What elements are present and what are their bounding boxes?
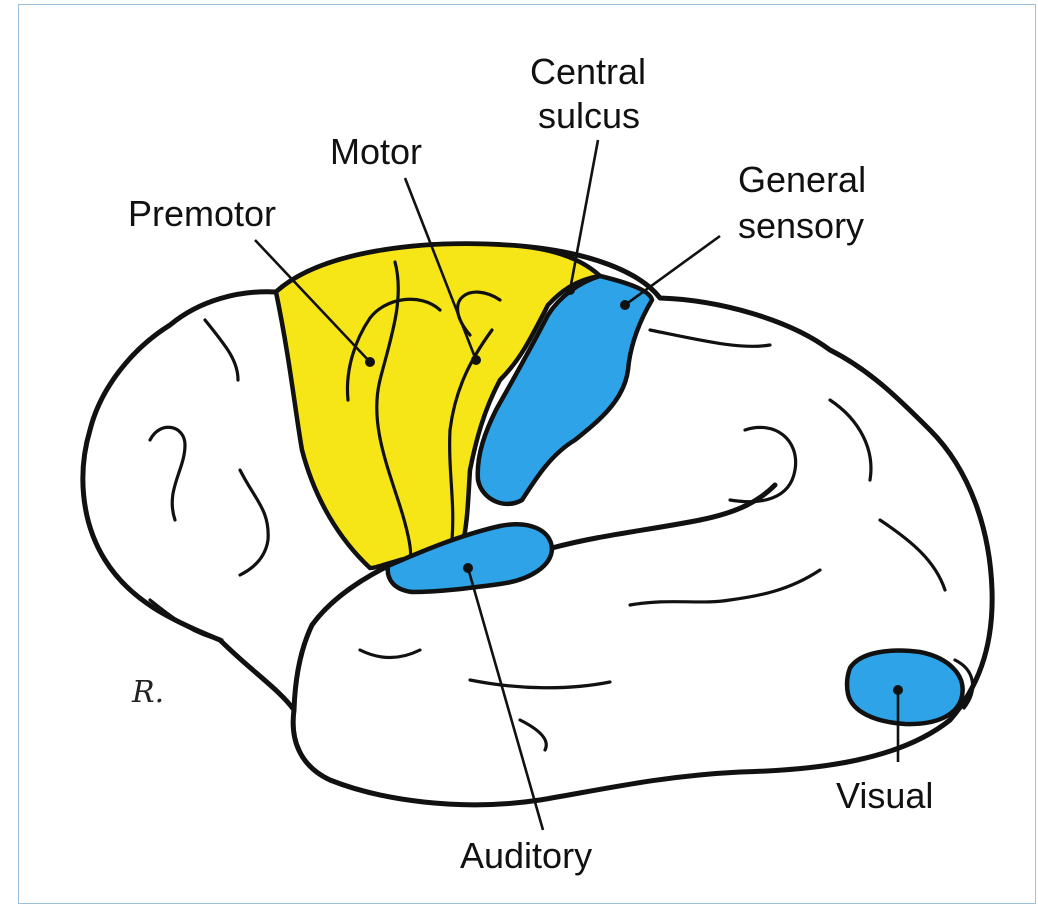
- label-motor: Motor: [330, 131, 422, 172]
- label-auditory: Auditory: [460, 835, 592, 876]
- frontal-sulcus-1: [150, 427, 185, 520]
- artist-signature: R.: [131, 675, 164, 710]
- dot-premotor: [365, 357, 375, 367]
- dot-general-sensory: [620, 300, 630, 310]
- dot-visual: [893, 685, 903, 695]
- lateral-fissure: [552, 485, 775, 548]
- temporal-sulcus-3: [520, 720, 546, 750]
- temporal-sulcus-4: [360, 650, 420, 658]
- leader-general-sensory: [625, 236, 720, 305]
- frontal-sulcus-3: [205, 320, 238, 380]
- temporal-upper-edge: [294, 566, 388, 710]
- frontal-sulcus-2: [240, 470, 268, 575]
- label-central-sulcus-line2: sulcus: [538, 95, 640, 136]
- parietal-sulcus-3: [830, 400, 871, 480]
- label-visual: Visual: [836, 775, 933, 816]
- occipital-sulcus-1: [880, 520, 945, 590]
- label-general-sensory-line1: General: [738, 159, 866, 200]
- label-premotor: Premotor: [128, 193, 276, 234]
- parietal-sulcus-1: [650, 330, 770, 346]
- label-general-sensory-line2: sensory: [738, 205, 864, 246]
- dot-central-sulcus: [565, 285, 575, 295]
- label-central-sulcus-line1: Central: [530, 51, 646, 92]
- parietal-sulcus-2: [730, 427, 796, 501]
- dot-auditory: [463, 563, 473, 573]
- temporal-sulcus-1: [630, 570, 820, 605]
- temporal-sulcus-2: [470, 680, 610, 688]
- dot-motor: [471, 355, 481, 365]
- leader-auditory: [468, 568, 543, 830]
- visual-area: [847, 651, 963, 725]
